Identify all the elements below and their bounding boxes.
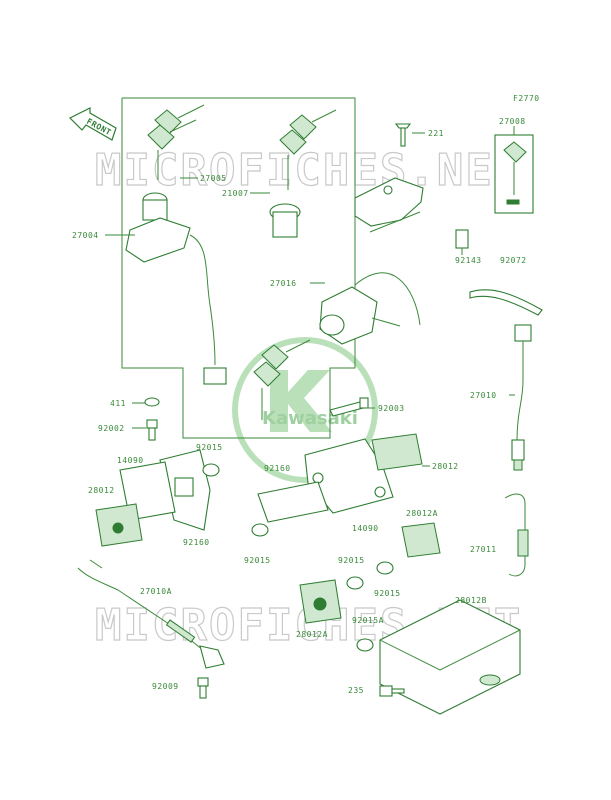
part-label-14090-a: 14090 xyxy=(117,456,144,465)
part-label-92072: 92072 xyxy=(500,256,527,265)
part-label-28012-b: 28012 xyxy=(432,462,459,471)
sleeve-icon xyxy=(455,229,469,249)
bolt-icon xyxy=(197,677,209,699)
part-label-28012B: 28012B xyxy=(455,596,487,605)
part-label-27010: 27010 xyxy=(470,391,497,400)
screw-icon xyxy=(394,123,412,147)
cover-icon xyxy=(379,599,521,715)
part-label-92009: 92009 xyxy=(152,682,179,691)
part-label-92002: 92002 xyxy=(98,424,125,433)
part-label-27016: 27016 xyxy=(270,279,297,288)
bolt-icon xyxy=(379,685,405,697)
switch-icon xyxy=(511,324,532,471)
key-icon xyxy=(279,109,337,190)
lock-icon xyxy=(319,272,421,345)
part-label-92015-b: 92015 xyxy=(244,556,271,565)
bolt-icon xyxy=(329,397,369,417)
bolt-icon xyxy=(146,419,158,441)
part-label-411: 411 xyxy=(110,399,126,408)
bracket-icon xyxy=(304,438,394,514)
pad-icon xyxy=(95,503,143,547)
part-label-235: 235 xyxy=(348,686,364,695)
pad-icon xyxy=(299,579,342,624)
washer-icon xyxy=(144,397,160,407)
part-labels: 27005 27004 21007 221 27008 27016 92143 … xyxy=(72,117,527,695)
watermark-top: MICROFICHES.NET xyxy=(95,145,522,196)
part-label-14090-b: 14090 xyxy=(352,524,379,533)
spring-icon xyxy=(504,493,529,577)
part-label-28012A-1: 28012A xyxy=(406,509,438,518)
pad-icon xyxy=(371,433,423,471)
key-icon xyxy=(253,339,311,420)
leader-lines xyxy=(105,126,515,467)
part-label-28012A-2: 28012A xyxy=(296,630,328,639)
part-label-92160-a: 92160 xyxy=(183,538,210,547)
part-label-27010A: 27010A xyxy=(140,587,172,596)
part-label-92015-d: 92015 xyxy=(374,589,401,598)
plate-icon xyxy=(257,481,329,523)
nut-icon xyxy=(346,576,364,590)
part-label-221: 221 xyxy=(428,129,444,138)
part-label-28012-a: 28012 xyxy=(88,486,115,495)
part-label-92015-a: 92015 xyxy=(196,443,223,452)
part-label-92015-c: 92015 xyxy=(338,556,365,565)
figure-code: F2770 xyxy=(513,94,540,103)
part-label-27004: 27004 xyxy=(72,231,99,240)
part-label-27011: 27011 xyxy=(470,545,497,554)
band-icon xyxy=(469,289,543,316)
part-label-21007: 21007 xyxy=(222,189,249,198)
bracket-icon xyxy=(354,177,424,233)
cap-icon xyxy=(269,203,301,238)
nut-icon xyxy=(251,523,269,537)
cable-icon xyxy=(77,559,225,669)
pad-icon xyxy=(401,522,441,558)
ignition-set-outline xyxy=(121,97,356,439)
nut-icon xyxy=(376,561,394,575)
key-icon xyxy=(494,134,534,214)
part-label-27005: 27005 xyxy=(200,174,227,183)
part-label-92143: 92143 xyxy=(455,256,482,265)
nut-icon xyxy=(356,638,374,652)
nut-icon xyxy=(202,463,220,477)
ignition-switch-icon xyxy=(125,192,227,385)
part-label-92015A: 92015A xyxy=(352,616,384,625)
key-icon xyxy=(147,104,205,180)
front-arrow-icon: FRONT xyxy=(68,107,117,141)
part-label-92003: 92003 xyxy=(378,404,405,413)
part-label-92160-b: 92160 xyxy=(264,464,291,473)
part-label-27008: 27008 xyxy=(499,117,526,126)
